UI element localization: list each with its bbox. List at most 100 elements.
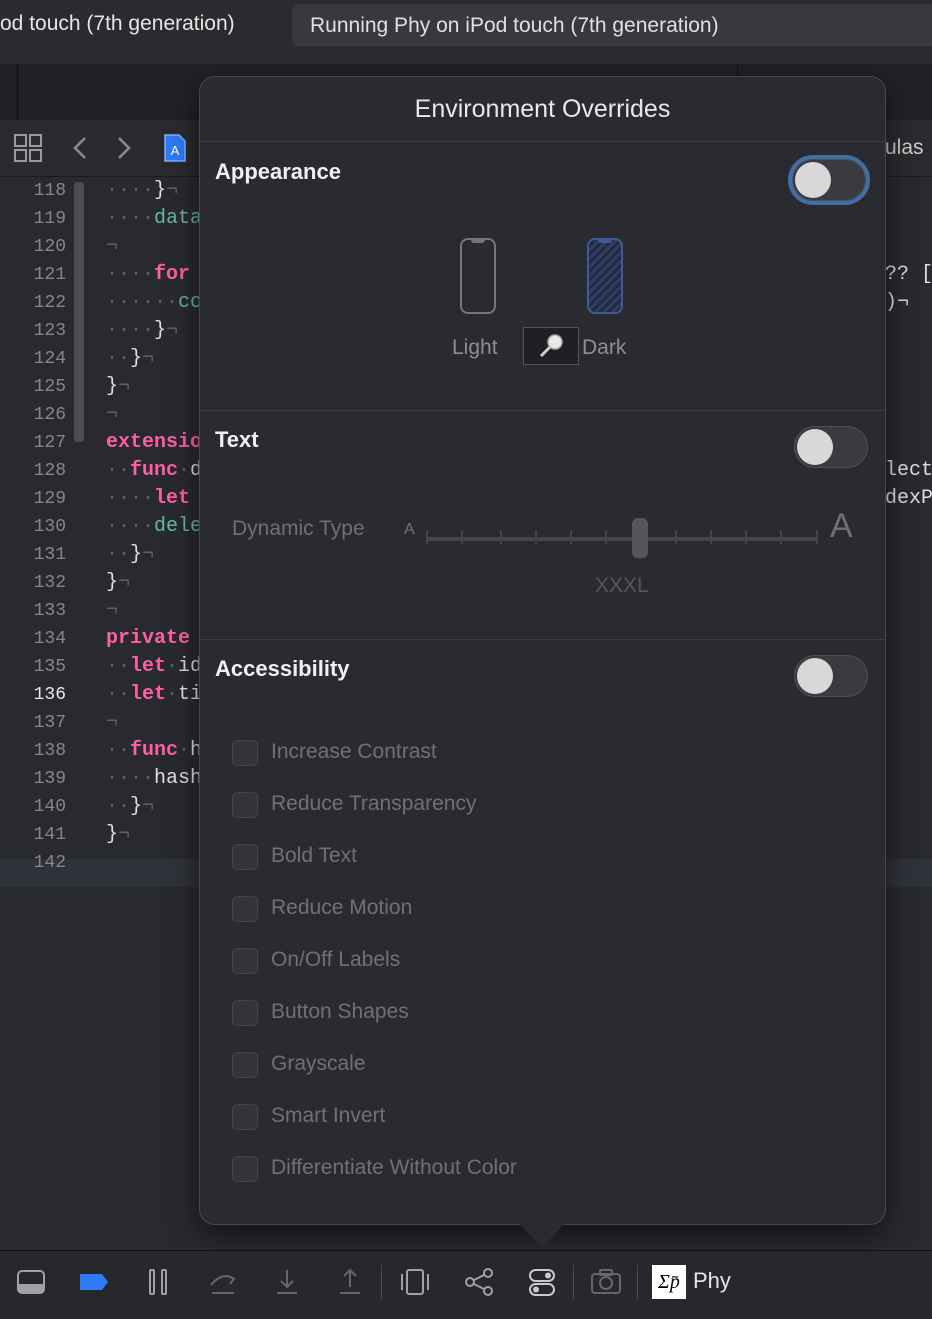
line-number: 121 (33, 265, 66, 285)
line-number: 126 (33, 405, 66, 425)
large-text-size-icon: A (830, 507, 853, 545)
line-number: 129 (33, 489, 66, 509)
app-name-label: Phy (693, 1268, 731, 1293)
checkbox[interactable] (232, 1156, 258, 1182)
pause-icon[interactable] (141, 1265, 175, 1299)
hide-debug-area-icon[interactable] (14, 1265, 48, 1299)
code-line: ······co (106, 291, 203, 314)
activity-status-text: Running Phy on iPod touch (7th generatio… (310, 14, 719, 37)
line-number: 125 (33, 377, 66, 397)
camera-icon[interactable] (589, 1265, 623, 1299)
slider-tick (570, 530, 572, 544)
step-out-icon[interactable] (333, 1265, 367, 1299)
code-line-fragment: lect (885, 459, 932, 482)
change-indicator-bar (74, 182, 84, 442)
jump-bar-path-fragment[interactable]: ulas (885, 136, 924, 159)
related-items-grid-icon[interactable] (13, 133, 43, 163)
debug-view-hierarchy-icon[interactable] (398, 1265, 432, 1299)
appearance-toggle[interactable] (788, 155, 870, 205)
toolbar-separator (637, 1265, 638, 1299)
step-into-icon[interactable] (270, 1265, 304, 1299)
scheme-destination-selector[interactable]: od touch (7th generation) (0, 12, 235, 35)
dark-label[interactable]: Dark (582, 336, 627, 359)
back-chevron-icon[interactable] (66, 133, 96, 163)
slider-tick (816, 530, 818, 544)
code-line: ¬ (106, 599, 119, 622)
appearance-section-title: Appearance (215, 159, 341, 184)
checkbox[interactable] (232, 896, 258, 922)
activity-status-field: Running Phy on iPod touch (7th generatio… (292, 4, 932, 46)
slider-thumb[interactable] (632, 518, 648, 558)
slider-tick (605, 530, 607, 544)
code-line: ····data (106, 207, 203, 230)
line-number: 124 (33, 349, 66, 369)
code-line: }¬ (106, 823, 131, 846)
checkbox[interactable] (232, 1052, 258, 1078)
file-icon[interactable]: A (160, 133, 190, 163)
option-label: Differentiate Without Color (271, 1156, 517, 1179)
accessibility-toggle[interactable] (794, 655, 868, 697)
breakpoints-toggle-icon[interactable] (77, 1265, 111, 1299)
toolbar: od touch (7th generation) Running Phy on… (0, 0, 932, 65)
text-section-title: Text (215, 427, 259, 452)
popover-title: Environment Overrides (414, 95, 671, 123)
environment-overrides-icon[interactable] (525, 1265, 559, 1299)
code-line: private (106, 627, 191, 650)
checkbox[interactable] (232, 792, 258, 818)
code-line-fragment: )¬ (885, 291, 910, 314)
small-text-size-icon: A (404, 521, 415, 538)
step-over-icon[interactable] (206, 1265, 240, 1299)
environment-overrides-popover: Environment Overrides Appearance Light D… (199, 76, 886, 1225)
option-label: Grayscale (271, 1052, 366, 1075)
code-line: ··let·id (106, 655, 203, 678)
code-line: ····hash (106, 767, 203, 790)
divider (200, 639, 885, 640)
code-line: ··func·d (106, 459, 203, 482)
dark-phone-icon[interactable] (587, 238, 623, 314)
checkbox[interactable] (232, 740, 258, 766)
line-number: 119 (33, 209, 66, 229)
slider-tick (500, 530, 502, 544)
code-line: ··func·h (106, 739, 203, 762)
toggle-knob (797, 429, 833, 465)
line-number: 131 (33, 545, 66, 565)
line-number: 142 (33, 853, 66, 873)
light-label[interactable]: Light (452, 336, 498, 359)
code-line: ····dele (106, 515, 203, 538)
divider (200, 141, 885, 142)
code-line: ··}¬ (106, 347, 155, 370)
debug-memory-graph-icon[interactable] (462, 1265, 496, 1299)
slider-tick (461, 530, 463, 544)
forward-chevron-icon[interactable] (108, 133, 138, 163)
dynamic-type-slider[interactable] (426, 537, 818, 541)
app-icon: Σp̄ (652, 1265, 686, 1299)
line-number: 130 (33, 517, 66, 537)
code-line: ··}¬ (106, 795, 155, 818)
slider-tick (745, 530, 747, 544)
toolbar-separator (381, 1265, 382, 1299)
option-label: On/Off Labels (271, 948, 401, 971)
checkbox[interactable] (232, 1104, 258, 1130)
option-label: Button Shapes (271, 1000, 409, 1023)
light-phone-icon[interactable] (460, 238, 496, 314)
option-label: Smart Invert (271, 1104, 386, 1127)
line-number: 140 (33, 797, 66, 817)
svg-text:A: A (171, 143, 180, 158)
slider-tick (535, 530, 537, 544)
checkbox[interactable] (232, 948, 258, 974)
checkbox[interactable] (232, 844, 258, 870)
line-number: 138 (33, 741, 66, 761)
line-number: 123 (33, 321, 66, 341)
text-toggle[interactable] (794, 426, 868, 468)
slider-tick (426, 530, 428, 544)
line-number: 120 (33, 237, 66, 257)
code-line: }¬ (106, 375, 131, 398)
line-number: 134 (33, 629, 66, 649)
checkbox[interactable] (232, 1000, 258, 1026)
slider-tick (675, 530, 677, 544)
line-number: 135 (33, 657, 66, 677)
line-number: 128 (33, 461, 66, 481)
line-number: 127 (33, 433, 66, 453)
option-label: Increase Contrast (271, 740, 437, 763)
accessibility-section-title: Accessibility (215, 656, 350, 681)
